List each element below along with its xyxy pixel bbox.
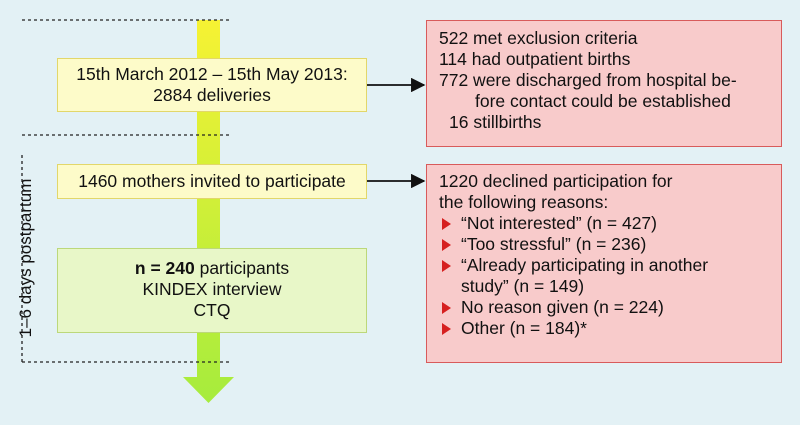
reason-item: Other (n = 184)* — [439, 318, 781, 339]
participants-n: n = 240 — [134, 258, 195, 278]
bullet-triangle-icon — [442, 302, 451, 314]
reason-text: “Already participating in another — [461, 255, 709, 275]
reason-item: “Already participating in another — [439, 255, 781, 276]
reason-text: “Not interested” (n = 427) — [461, 213, 657, 233]
reason-item: No reason given (n = 224) — [439, 297, 781, 318]
deliveries-line-2: 2884 deliveries — [153, 85, 271, 105]
exclusion-item-3-cont: fore contact could be established — [475, 91, 731, 111]
invited-label: 1460 mothers invited to participate — [78, 171, 346, 191]
reason-item: “Not interested” (n = 427) — [439, 213, 781, 234]
bullet-triangle-icon — [442, 323, 451, 335]
reason-text: No reason given (n = 224) — [461, 297, 664, 317]
reason-item: “Too stressful” (n = 236) — [439, 234, 781, 255]
declined-line-2: the following reasons: — [439, 192, 609, 212]
exclusions-box: 522 met exclusion criteria 114 had outpa… — [426, 20, 782, 147]
reason-text: study” (n = 149) — [461, 276, 585, 296]
deliveries-line-1: 15th March 2012 – 15th May 2013: — [76, 64, 348, 84]
declined-line-1: 1220 declined participation for — [439, 171, 673, 191]
exclusion-item-2: 114 had outpatient births — [439, 49, 631, 69]
reason-text: Other (n = 184)* — [461, 318, 587, 338]
participants-line-3: CTQ — [193, 300, 231, 320]
participants-n-suffix: participants — [194, 258, 290, 278]
deliveries-box: 15th March 2012 – 15th May 2013: 2884 de… — [57, 58, 367, 112]
timeline-arrow — [183, 20, 234, 403]
declined-box: 1220 declined participation for the foll… — [426, 164, 782, 363]
participants-line-2: KINDEX interview — [142, 279, 282, 299]
bullet-triangle-icon — [442, 239, 451, 251]
reason-item-cont: study” (n = 149) — [439, 276, 781, 297]
bullet-triangle-icon — [442, 260, 451, 272]
reason-text: “Too stressful” (n = 236) — [461, 234, 647, 254]
participants-line-1: n = 240 participants — [58, 258, 366, 279]
bullet-triangle-icon — [442, 218, 451, 230]
invited-box: 1460 mothers invited to participate — [57, 164, 367, 199]
timeline-label: 1–6 days postpartum — [16, 178, 35, 338]
participants-box: n = 240 participants KINDEX interview CT… — [57, 248, 367, 333]
exclusion-item-1: 522 met exclusion criteria — [439, 28, 638, 48]
exclusion-item-4: 16 stillbirths — [449, 112, 542, 132]
exclusion-item-3: 772 were discharged from hospital be- — [439, 70, 737, 90]
